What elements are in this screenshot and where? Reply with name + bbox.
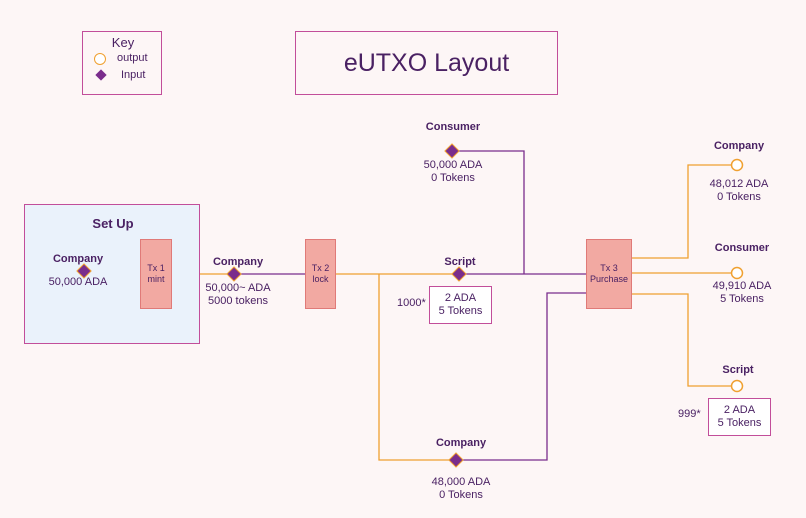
out-company-line2: 0 Tokens (717, 191, 761, 203)
company-change-name: Company (435, 437, 487, 449)
legend-title: Key (111, 35, 135, 50)
out-company-name: Company (713, 140, 765, 152)
company-change-line1: 48,000 ADA (431, 476, 491, 488)
script-locked-value-box: 2 ADA 5 Tokens (429, 286, 492, 324)
output-circle-consumer (730, 266, 744, 280)
input-diamond-script (451, 266, 467, 282)
consumer-in-line1: 50,000 ADA (423, 159, 483, 171)
setup-company-name: Company (52, 253, 104, 265)
tx1-label-line2: mint (147, 274, 165, 284)
consumer-in-line2: 0 Tokens (431, 172, 475, 184)
output-circle-script (730, 379, 744, 393)
out-consumer-line1: 49,910 ADA (712, 280, 772, 292)
edge-consumer-to-tx3 (452, 150, 525, 274)
edge-tx2-to-company-change (378, 274, 456, 461)
input-diamond-company-change (448, 452, 464, 468)
tx3-label-line2: Purchase (589, 274, 629, 284)
input-diamond-setup-company (76, 263, 92, 279)
out-script-line1: 2 ADA (723, 404, 756, 416)
input-diamond-tx1-output (226, 266, 242, 282)
legend-input-label: Input (121, 69, 146, 81)
input-diamond-consumer (444, 143, 460, 159)
tx2-label-line1: Tx 2 (311, 263, 330, 273)
edge-tx3-to-out-company (632, 164, 737, 259)
out-script-value-box: 2 ADA 5 Tokens (708, 398, 771, 436)
setup-title: Set Up (92, 216, 134, 231)
out-script-name: Script (722, 364, 754, 376)
tx2-label-line2: lock (312, 274, 329, 284)
script-locked-mark: 1000* (397, 297, 426, 309)
out-script-mark: 999* (678, 408, 701, 420)
tx1-label-line1: Tx 1 (147, 263, 165, 273)
circle-outline-icon (94, 53, 106, 65)
diagram-title: eUTXO Layout (295, 31, 558, 95)
output-circle-company (730, 158, 744, 172)
edge-tx3-to-out-script (632, 293, 737, 387)
script-locked-line1: 2 ADA (444, 292, 477, 304)
tx1-output-name: Company (212, 256, 264, 268)
tx3-label-line1: Tx 3 (600, 263, 618, 273)
script-locked-line2: 5 Tokens (438, 305, 483, 317)
out-consumer-line2: 5 Tokens (720, 293, 764, 305)
out-script-line2: 5 Tokens (717, 417, 762, 429)
tx1-output-line1: 50,000~ ADA (205, 282, 271, 294)
legend: Key output Input (82, 31, 162, 95)
out-company-line1: 48,012 ADA (709, 178, 769, 190)
company-change-line2: 0 Tokens (439, 489, 483, 501)
consumer-in-name: Consumer (425, 121, 481, 133)
setup-company-amount: 50,000 ADA (48, 276, 108, 288)
out-consumer-name: Consumer (714, 242, 770, 254)
tx1-output-line2: 5000 tokens (208, 295, 268, 307)
legend-output-label: output (117, 52, 148, 64)
edge-company-change-to-tx3 (456, 292, 586, 461)
script-locked-name: Script (444, 256, 476, 268)
